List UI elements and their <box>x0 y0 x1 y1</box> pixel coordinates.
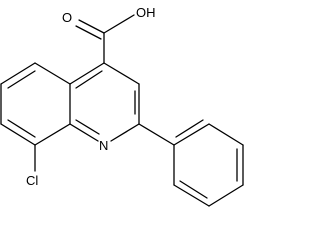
chlorine-label: Cl <box>26 173 38 188</box>
atom-labels: O OH N Cl <box>26 5 156 188</box>
bond-carbonyl-a <box>78 19 105 34</box>
bond-c2-ph <box>138 123 175 146</box>
bond-ph5-ph6 <box>173 184 210 207</box>
hydroxyl-label: OH <box>136 5 156 20</box>
bond-c8-c8a <box>34 123 71 146</box>
bond-c4-c3 <box>103 62 140 85</box>
bond-ph1-ph2-inner <box>175 119 204 138</box>
bond-c5-c6 <box>0 62 36 85</box>
carbonyl-oxygen-label: O <box>62 10 72 25</box>
bond-c4a-c4-inner <box>75 70 103 89</box>
bond-c5-c6-inner <box>7 70 36 89</box>
structure-svg: O OH N Cl <box>0 5 244 207</box>
bond-n1-c8a-inner <box>75 119 100 135</box>
bond-ph1-ph2 <box>173 123 210 146</box>
bond-ph5-ph6-inner <box>179 180 208 199</box>
bond-n1-c8a <box>69 123 99 142</box>
bond-c-oh <box>103 14 135 34</box>
bond-c4a-c5 <box>34 62 71 85</box>
bond-c4a-c4 <box>69 62 105 85</box>
bond-ph2-ph3 <box>208 123 244 146</box>
bond-ph4-ph5 <box>208 184 244 207</box>
ring-nitrogen-label: N <box>99 138 108 153</box>
structure-canvas: O OH N Cl <box>0 5 244 207</box>
bond-c2-n1 <box>110 123 140 142</box>
bond-carbonyl-b <box>75 25 102 40</box>
bonds <box>0 14 244 207</box>
bond-c7-c8 <box>0 123 36 146</box>
bond-c7-c8-inner <box>7 119 36 138</box>
